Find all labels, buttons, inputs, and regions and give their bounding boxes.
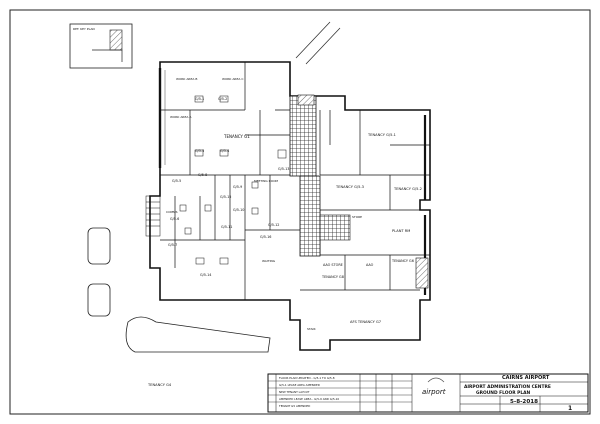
room-label: G/5-16 <box>260 235 271 239</box>
tenancy-g4-outline <box>125 316 271 353</box>
sheet-number: 1 <box>568 405 572 412</box>
core-hatch-3 <box>319 214 351 241</box>
revision-list: FLOOR PLAN UPDATED - G/5-1 TO G/5-8 G/5-… <box>278 376 339 408</box>
logo-text: airport <box>422 388 446 396</box>
fixtures <box>179 95 287 265</box>
room-label: G/5-5 <box>172 179 181 183</box>
room-label: WORK AREA B <box>176 77 197 81</box>
room-label: PLANT RM <box>392 229 410 233</box>
stair-left <box>145 195 161 237</box>
room-label: G/5-8 <box>198 173 207 177</box>
room-label: AAO STORE <box>323 263 343 267</box>
revision-row: AMENDED LEASE AREA - G/5-9 AND G/5-10 <box>279 397 339 401</box>
revision-row: NEW TENANT LAYOUT <box>279 390 310 394</box>
drawing-title-1: AIRPORT ADMINISTRATION CENTRE <box>464 384 551 390</box>
room-label: COMMS <box>166 210 178 214</box>
room-label: TENANCY G6 <box>391 259 414 263</box>
room-labels: WORK AREA B WORK AREA C WORK AREA A G/5-… <box>147 77 422 387</box>
room-label: G/5-1 <box>195 97 204 101</box>
room-label: TENANCY G4 <box>147 383 172 387</box>
room-label: G/5-3 <box>195 149 204 153</box>
client-name: CAIRNS AIRPORT <box>502 375 550 381</box>
planter-2 <box>87 283 111 317</box>
room-label: G/5-15 <box>220 195 231 199</box>
revision-row: TENANT G5 AMENDED <box>278 404 310 408</box>
room-label: TENANCY G/5-2 <box>393 187 422 191</box>
room-label: G/5-2 <box>218 97 227 101</box>
core-hatch-5 <box>297 94 315 106</box>
room-label: AFS TENANCY G7 <box>350 320 381 324</box>
room-label: WAITING <box>262 259 276 263</box>
key-plan: REF. KEY PLAN <box>69 23 133 69</box>
room-label: WORK AREA C <box>222 77 243 81</box>
core-hatch-1 <box>289 95 317 177</box>
core-hatch-4 <box>415 257 429 289</box>
room-label: G/5-6 <box>170 217 179 221</box>
room-label: AAO <box>366 263 374 267</box>
room-label: WORK AREA A <box>170 115 192 119</box>
room-label: G/5-10 <box>233 208 244 212</box>
room-label: G/5-4 <box>220 149 229 153</box>
airport-logo: airport <box>422 377 446 396</box>
room-label: TENANCY G/5-1 <box>367 133 396 137</box>
room-label: STORE <box>352 215 362 219</box>
revision-row: G/5-1 LEASE AREA AMENDED <box>279 383 320 387</box>
drawing-date: 5-8-2018 <box>510 399 538 405</box>
room-label: TENANCY G8 <box>321 275 344 279</box>
room-label: TENANCY G/5-3 <box>335 185 364 189</box>
room-label: G/5-7 <box>168 243 177 247</box>
room-label: STAIR <box>307 327 316 331</box>
drawing-title-2: GROUND FLOOR PLAN <box>476 390 531 396</box>
room-label: G/5-13 <box>278 167 289 171</box>
planter-1 <box>87 227 111 265</box>
sheet-border <box>9 9 591 415</box>
title-block <box>267 373 589 413</box>
room-label: MEETING ROOM <box>254 179 278 183</box>
room-label: G/5-14 <box>200 273 211 277</box>
road-line <box>295 21 341 65</box>
room-label: G/5-11 <box>221 225 232 229</box>
room-label: TENANCY G1 <box>223 134 250 139</box>
revision-row: FLOOR PLAN UPDATED - G/5-1 TO G/5-8 <box>279 376 335 380</box>
room-label: G/5-12 <box>268 223 279 227</box>
room-label: G/5-9 <box>233 185 242 189</box>
core-hatch-2 <box>299 175 321 257</box>
key-plan-label: REF. KEY PLAN <box>73 27 95 31</box>
